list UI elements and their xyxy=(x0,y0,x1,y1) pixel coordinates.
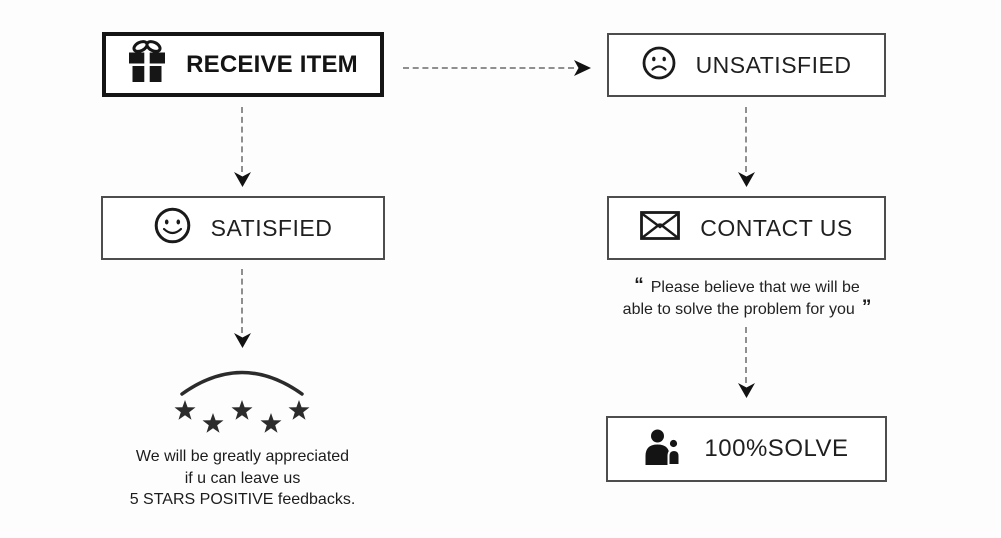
star-icon xyxy=(174,400,196,420)
arrowhead-down-icon xyxy=(233,172,251,187)
arrowhead-right-icon xyxy=(574,59,591,76)
unsatisfied-node: UNSATISFIED xyxy=(607,33,886,97)
open-quote-mark: “ xyxy=(634,275,644,296)
arrow-unsatisfied-to-contact xyxy=(737,107,755,187)
arrow-contact-to-solve xyxy=(737,327,755,398)
star-icon xyxy=(231,400,253,420)
people-icon xyxy=(644,429,684,470)
star-icon xyxy=(260,413,282,433)
arrowhead-down-icon xyxy=(233,333,251,348)
arrow-receive-to-satisfied xyxy=(233,107,251,187)
quote-line-2: able to solve the problem for you” xyxy=(622,297,872,318)
receive-item-label: RECEIVE ITEM xyxy=(186,50,358,78)
solve-node: 100%SOLVE xyxy=(606,416,887,482)
arrow-receive-to-unsatisfied xyxy=(403,59,591,76)
dashed-line xyxy=(745,327,747,383)
smiley-face-icon xyxy=(154,207,191,249)
star-icon xyxy=(288,400,310,420)
star-icon xyxy=(202,413,224,433)
solve-label: 100%SOLVE xyxy=(704,435,849,462)
close-quote-mark: ” xyxy=(861,297,872,318)
dashed-line xyxy=(241,107,243,172)
feedback-note: We will be greatly appreciated if u can … xyxy=(102,446,383,511)
dashed-line xyxy=(241,269,243,333)
envelope-icon xyxy=(640,211,681,245)
satisfied-label: SATISFIED xyxy=(210,214,333,241)
quote-line-1: “Please believe that we will be xyxy=(634,275,860,296)
reassurance-quote: “Please believe that we will be able to … xyxy=(598,275,896,320)
arrow-satisfied-to-stars xyxy=(233,269,251,348)
unsatisfied-label: UNSATISFIED xyxy=(695,51,852,78)
arrowhead-down-icon xyxy=(737,383,755,398)
contact-us-label: CONTACT US xyxy=(700,214,853,241)
dashed-line xyxy=(745,107,747,172)
note-line-2: if u can leave us xyxy=(184,469,301,487)
satisfied-node: SATISFIED xyxy=(101,196,385,260)
note-line-3: 5 STARS POSITIVE feedbacks. xyxy=(129,491,356,508)
dashed-line xyxy=(403,66,574,69)
gift-icon xyxy=(128,40,166,89)
note-line-1: We will be greatly appreciated xyxy=(135,448,350,465)
contact-us-node: CONTACT US xyxy=(607,196,886,260)
arrowhead-down-icon xyxy=(737,172,755,187)
five-star-rating xyxy=(174,400,310,436)
stars-arc xyxy=(180,370,304,396)
receive-item-node: RECEIVE ITEM xyxy=(102,32,384,97)
sad-face-icon xyxy=(642,46,676,85)
